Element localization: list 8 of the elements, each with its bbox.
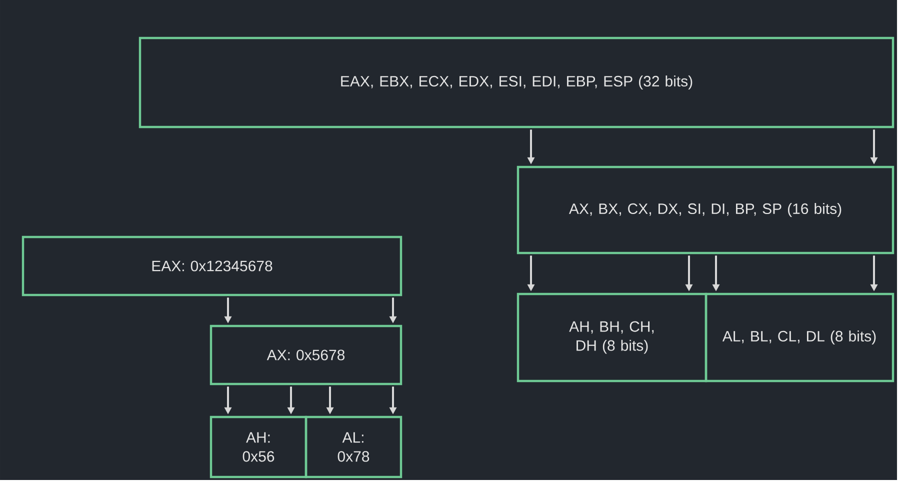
- register-box: EAX, EBX, ECX, EDX, ESI, EDI, EBP, ESP (32 bits): [138, 36, 894, 128]
- register-box: AL: 0x78: [304, 416, 402, 478]
- register-box: AL, BL, CL, DL (8 bits): [704, 292, 894, 382]
- register-box: AX, BX, CX, DX, SI, DI, BP, SP (16 bits): [516, 166, 894, 254]
- register-box: AH: 0x56: [210, 416, 308, 478]
- register-box: AX: 0x5678: [210, 324, 402, 386]
- register-box: AH, BH, CH, DH (8 bits): [516, 292, 708, 382]
- register-box: EAX: 0x12345678: [22, 236, 402, 296]
